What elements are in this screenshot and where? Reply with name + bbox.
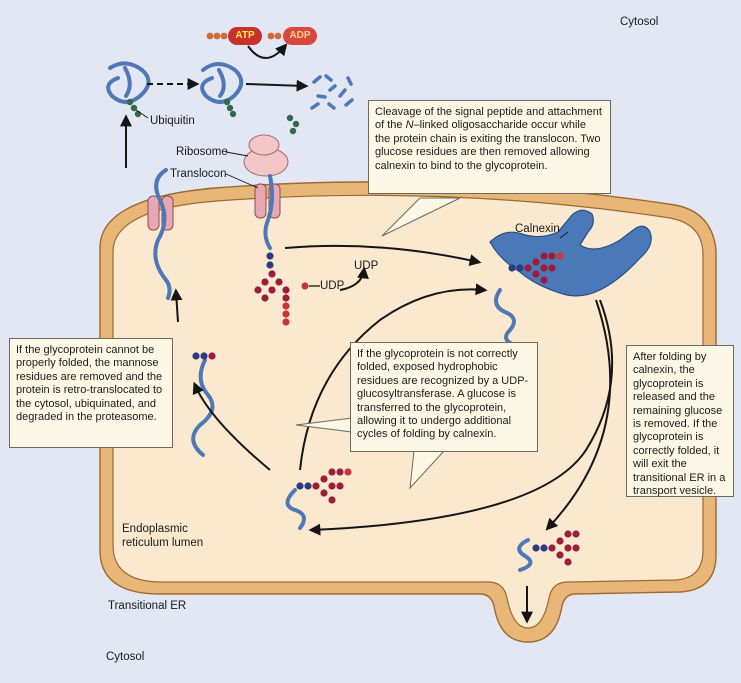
calnexin-substrate-chain xyxy=(494,288,517,347)
arrow-nascent-to-calnexin xyxy=(284,244,482,267)
udp-glucose xyxy=(301,282,320,290)
ribosome-leader xyxy=(225,151,249,157)
ubiquitin-chains xyxy=(126,98,300,135)
oligosaccharide-demannosylated xyxy=(192,352,216,360)
oligosaccharide-vesicle xyxy=(532,530,580,566)
transitional-er-label: Transitional ER xyxy=(108,600,187,612)
vesicle-chain xyxy=(517,538,533,572)
cytosol-top-label: Cytosol xyxy=(620,16,659,28)
arrow-calnexin-release xyxy=(308,299,614,536)
arrow-to-vesicle-exit xyxy=(545,299,612,531)
nascent-chain xyxy=(263,174,275,250)
atp-badge: ATP xyxy=(228,27,262,45)
cytosol-bottom-label: Cytosol xyxy=(106,651,145,663)
degraded-protein-fragments xyxy=(310,74,354,110)
oligosaccharide-calnexin xyxy=(508,252,564,284)
ribosome-label: Ribosome xyxy=(176,146,228,158)
retro-translocation-note: If the glycoprotein cannot be properly f… xyxy=(9,338,173,448)
atp-phosphates xyxy=(206,32,228,40)
arrow-udp-release xyxy=(339,266,369,291)
calnexin-protein xyxy=(489,209,652,297)
retro-chain xyxy=(153,168,172,300)
ubiquitin-label: Ubiquitin xyxy=(150,115,195,127)
exit-note: After folding by calnexin, the glycoprot… xyxy=(626,345,734,497)
translocon-leader xyxy=(225,173,259,189)
udp-left-label: UDP xyxy=(320,280,345,292)
oligosaccharide-nascent xyxy=(254,252,290,326)
arrow-proteasome xyxy=(245,79,309,92)
arrow-reglucosylation-cycle xyxy=(299,283,488,471)
adp-phosphates xyxy=(267,32,282,40)
translocon-note: Cleavage of the signal peptide and attac… xyxy=(368,100,611,194)
ubiquitinated-protein-2 xyxy=(200,62,244,104)
ubiquitinated-protein-1 xyxy=(106,61,151,104)
ribosome xyxy=(243,134,289,177)
reglucosylation-note: If the glycoprotein is not correctly fol… xyxy=(350,342,538,452)
adp-badge: ADP xyxy=(283,27,317,45)
translocon-label: Translocon xyxy=(170,168,227,180)
ubiquitin-leader xyxy=(135,109,149,119)
reglucosylated-chain xyxy=(285,488,306,530)
unfolded-chain-left xyxy=(191,358,215,457)
calnexin-leader xyxy=(559,231,569,239)
callout-pointer-top xyxy=(381,197,461,237)
er-lumen-label: Endoplasmic reticulum lumen xyxy=(122,523,204,549)
arrow-atp-hydrolysis xyxy=(247,43,288,59)
udp-top-label: UDP xyxy=(354,260,379,272)
oligosaccharide-reglucosylated xyxy=(296,468,352,504)
arrow-up-to-translocon xyxy=(170,288,183,323)
arrow-to-retrotranslocation xyxy=(192,381,271,471)
calnexin-label: Calnexin xyxy=(515,223,560,235)
